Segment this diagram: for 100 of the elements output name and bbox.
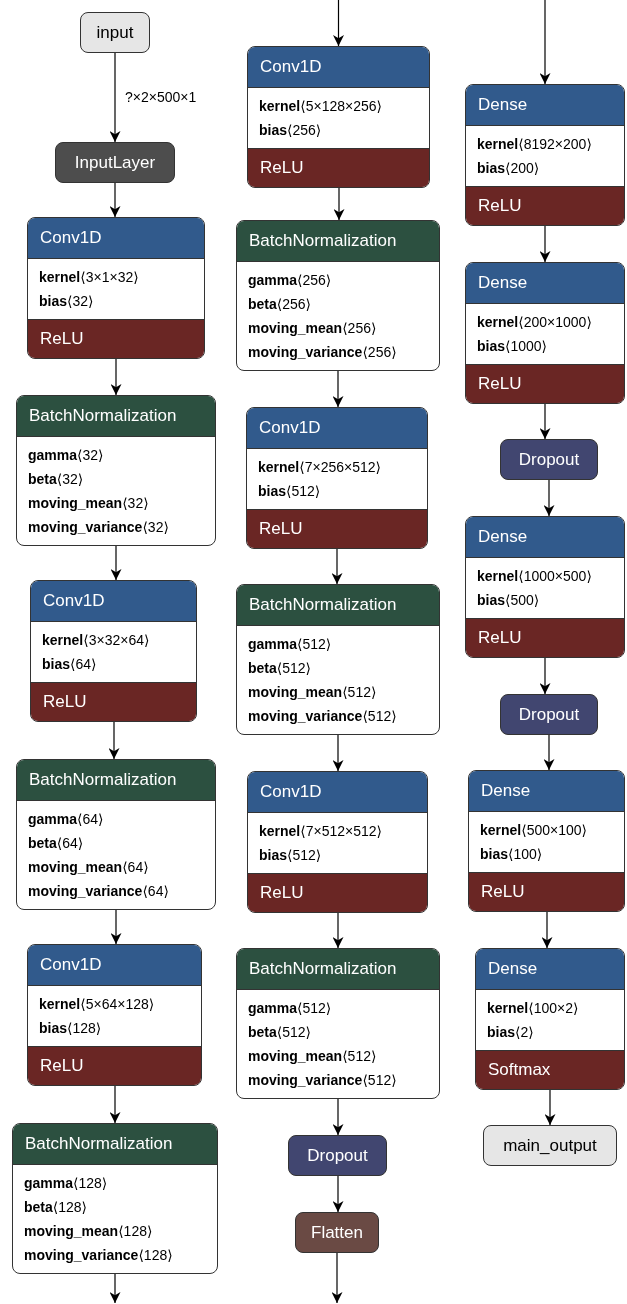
attribute-text: bias⟨500⟩	[477, 591, 541, 610]
layer-card	[465, 84, 625, 226]
attribute-text: bias⟨512⟩	[259, 846, 323, 865]
attribute-text: moving_variance⟨512⟩	[248, 1071, 398, 1090]
attribute-text: kernel⟨7×512×512⟩	[259, 822, 384, 841]
attribute-text: beta⟨128⟩	[24, 1198, 89, 1217]
attribute-text: gamma⟨256⟩	[248, 271, 333, 290]
attribute-text: moving_variance⟨512⟩	[248, 707, 398, 726]
attribute-text: kernel⟨5×128×256⟩	[259, 97, 384, 116]
attribute-text: moving_mean⟨128⟩	[24, 1222, 154, 1241]
activation-band: ReLU	[247, 509, 427, 548]
attribute-text: beta⟨32⟩	[28, 470, 85, 489]
attribute-text: moving_mean⟨512⟩	[248, 1047, 378, 1066]
attribute-text: bias⟨1000⟩	[477, 337, 549, 356]
layer-node: Dropout	[500, 439, 598, 480]
layer-title: BatchNormalization	[17, 760, 215, 800]
layer-title: Conv1D	[28, 218, 204, 258]
arrow	[539, 403, 551, 440]
attribute-text: gamma⟨32⟩	[28, 446, 105, 465]
layer-title: BatchNormalization	[237, 949, 439, 989]
activation-band: ReLU	[466, 618, 624, 657]
arrow	[109, 1273, 121, 1304]
attribute-text: gamma⟨128⟩	[24, 1174, 109, 1193]
arrow	[332, 1098, 344, 1136]
layer-node: Dropout	[288, 1135, 387, 1176]
arrow	[333, 0, 344, 47]
io-node: main_output	[483, 1125, 617, 1166]
activation-band: ReLU	[28, 1046, 201, 1085]
layer-title: BatchNormalization	[237, 221, 439, 261]
activation-band: ReLU	[469, 872, 624, 911]
layer-card	[30, 580, 197, 722]
layer-card	[468, 770, 625, 912]
arrow	[110, 358, 122, 396]
layer-title: Dense	[466, 85, 624, 125]
attribute-text: moving_variance⟨32⟩	[28, 518, 170, 537]
layer-node: Flatten	[295, 1212, 379, 1253]
layer-title: Conv1D	[28, 945, 201, 985]
io-node: input	[80, 12, 150, 53]
layer-title: BatchNormalization	[17, 396, 215, 436]
attribute-text: bias⟨128⟩	[39, 1019, 103, 1038]
attribute-text: kernel⟨1000×500⟩	[477, 567, 593, 586]
arrow	[109, 52, 121, 143]
arrow	[539, 657, 551, 695]
arrow	[332, 1175, 344, 1213]
activation-band: ReLU	[31, 682, 196, 721]
attribute-text: moving_mean⟨512⟩	[248, 683, 378, 702]
arrow	[109, 1085, 121, 1124]
attribute-text: bias⟨64⟩	[42, 655, 98, 674]
layer-card	[12, 1123, 218, 1274]
attribute-text: beta⟨512⟩	[248, 659, 313, 678]
activation-band: ReLU	[248, 873, 427, 912]
arrow	[110, 545, 122, 581]
attribute-text: moving_mean⟨64⟩	[28, 858, 150, 877]
layer-title: Conv1D	[248, 47, 429, 87]
activation-band: ReLU	[28, 319, 204, 358]
arrow	[108, 721, 120, 760]
layer-card	[247, 46, 430, 188]
attribute-text: moving_variance⟨128⟩	[24, 1246, 174, 1265]
layer-title: Dense	[466, 263, 624, 303]
layer-title: Dense	[469, 771, 624, 811]
attribute-text: beta⟨256⟩	[248, 295, 313, 314]
attribute-text: gamma⟨512⟩	[248, 635, 333, 654]
arrow	[332, 370, 344, 408]
arrow	[543, 479, 555, 517]
layer-card	[246, 407, 428, 549]
arrow	[539, 225, 551, 263]
attribute-text: kernel⟨100×2⟩	[487, 999, 580, 1018]
attribute-text: beta⟨512⟩	[248, 1023, 313, 1042]
arrow	[332, 912, 344, 949]
layer-title: BatchNormalization	[237, 585, 439, 625]
arrow	[109, 182, 121, 218]
attribute-text: bias⟨32⟩	[39, 292, 95, 311]
attribute-text: bias⟨200⟩	[477, 159, 541, 178]
layer-title: Dense	[466, 517, 624, 557]
attribute-text: kernel⟨7×256×512⟩	[258, 458, 383, 477]
layer-card	[465, 262, 625, 404]
arrow	[544, 1089, 556, 1126]
layer-card	[247, 771, 428, 913]
layer-title: BatchNormalization	[13, 1124, 217, 1164]
attribute-text: moving_variance⟨256⟩	[248, 343, 398, 362]
layer-title: Conv1D	[248, 772, 427, 812]
attribute-text: gamma⟨64⟩	[28, 810, 105, 829]
activation-band: Softmax	[476, 1050, 624, 1089]
attribute-text: moving_mean⟨32⟩	[28, 494, 150, 513]
attribute-text: kernel⟨500×100⟩	[480, 821, 589, 840]
layer-card	[236, 948, 440, 1099]
activation-band: ReLU	[248, 148, 429, 187]
attribute-text: kernel⟨3×32×64⟩	[42, 631, 151, 650]
layer-node: InputLayer	[55, 142, 175, 183]
layer-card	[236, 220, 440, 371]
layer-card	[475, 948, 625, 1090]
arrow	[543, 734, 555, 771]
activation-band: ReLU	[466, 186, 624, 225]
arrow	[110, 909, 122, 945]
arrow	[331, 548, 343, 585]
layer-card	[16, 395, 216, 546]
layer-title: Conv1D	[247, 408, 427, 448]
layer-title: Conv1D	[31, 581, 196, 621]
attribute-text: bias⟨2⟩	[487, 1023, 535, 1042]
layer-title: Dense	[476, 949, 624, 989]
